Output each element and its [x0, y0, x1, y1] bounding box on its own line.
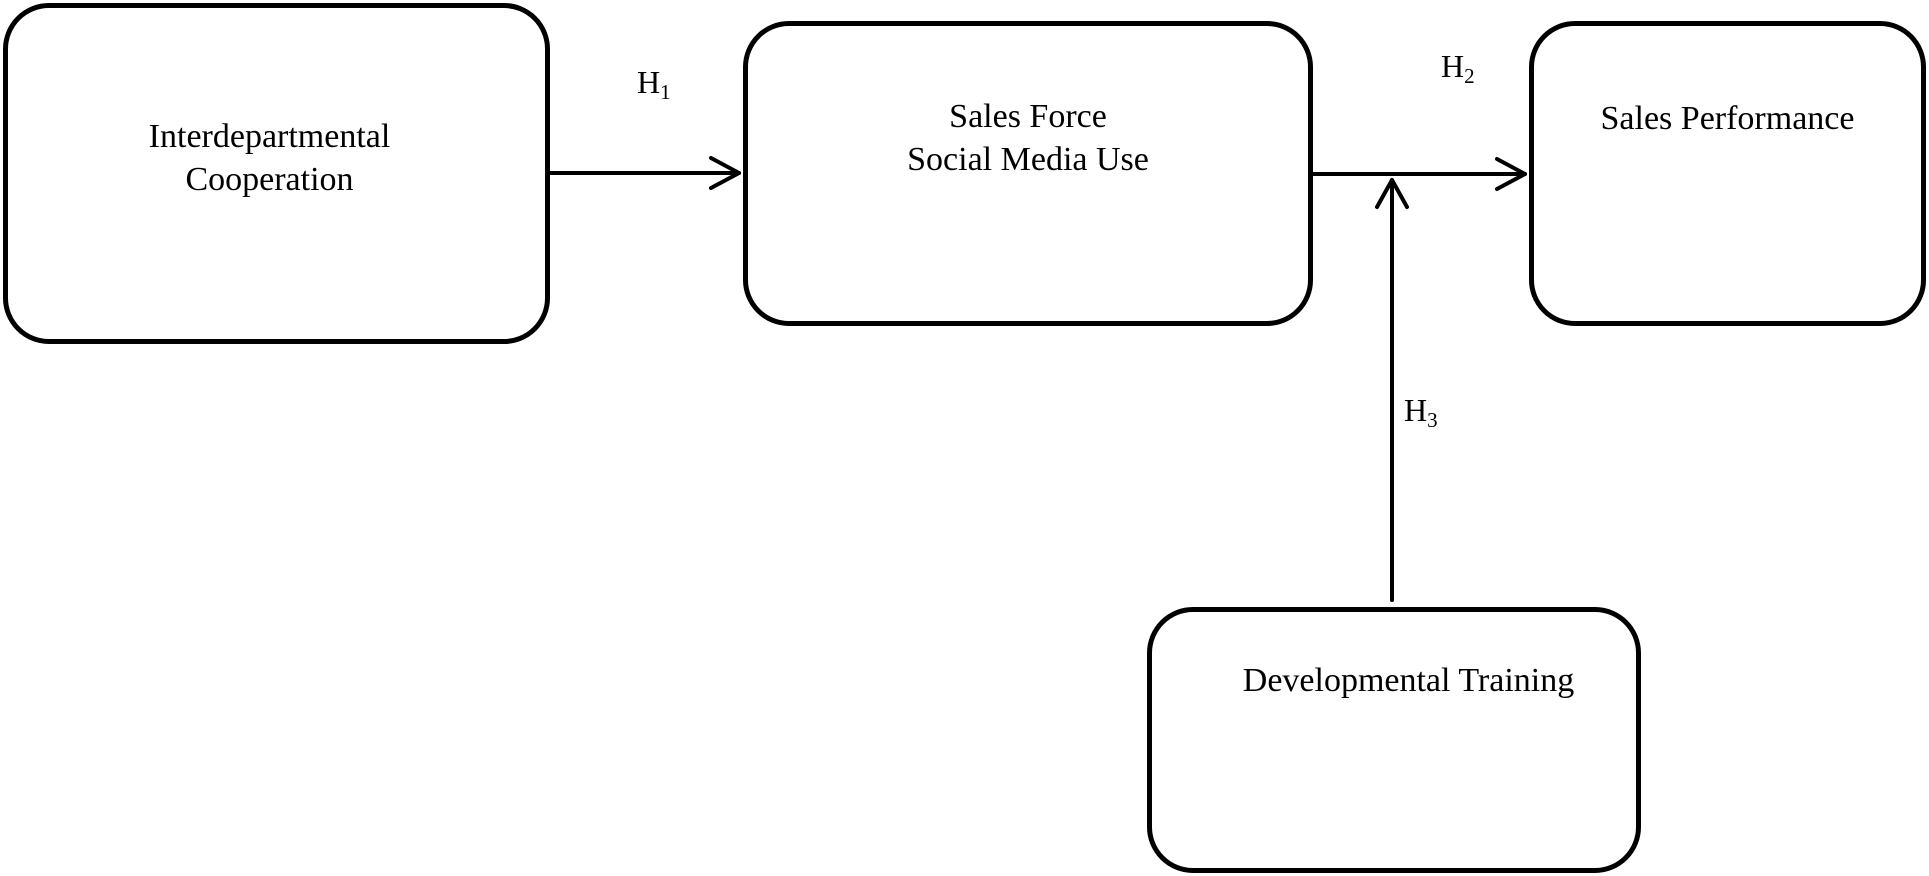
hypothesis-h3-label: H3 [1404, 392, 1438, 431]
label-line-2: Cooperation [185, 161, 354, 198]
label-text: Developmental Training [1242, 662, 1575, 699]
hypothesis-h2-label: H2 [1441, 48, 1475, 87]
hypothesis-index: 1 [660, 80, 671, 104]
hypothesis-index: 3 [1427, 408, 1438, 432]
arrow-h3-head [1375, 178, 1409, 209]
node-developmental-training [1147, 607, 1641, 873]
node-social-media-use-label: Sales Force Social Media Use [743, 95, 1313, 181]
hypothesis-letter: H [1404, 392, 1428, 428]
label-line-2: Social Media Use [907, 141, 1149, 178]
hypothesis-h1-label: H1 [637, 64, 671, 103]
label-text: Sales Performance [1600, 100, 1855, 137]
node-interdepartmental-cooperation [3, 3, 550, 344]
node-sales-performance [1529, 21, 1926, 326]
arrow-h1-head [709, 156, 741, 190]
hypothesis-letter: H [637, 64, 661, 100]
hypothesis-letter: H [1441, 48, 1465, 84]
node-sales-performance-label: Sales Performance [1529, 97, 1926, 140]
node-developmental-training-label: Developmental Training [1206, 659, 1611, 702]
node-interdepartmental-cooperation-label: Interdepartmental Cooperation [3, 115, 536, 201]
arrow-h2-head [1495, 157, 1527, 191]
label-line-1: Sales Force [949, 98, 1107, 135]
label-line-1: Interdepartmental [148, 118, 391, 155]
node-social-media-use [743, 21, 1313, 326]
hypothesis-index: 2 [1464, 64, 1475, 88]
